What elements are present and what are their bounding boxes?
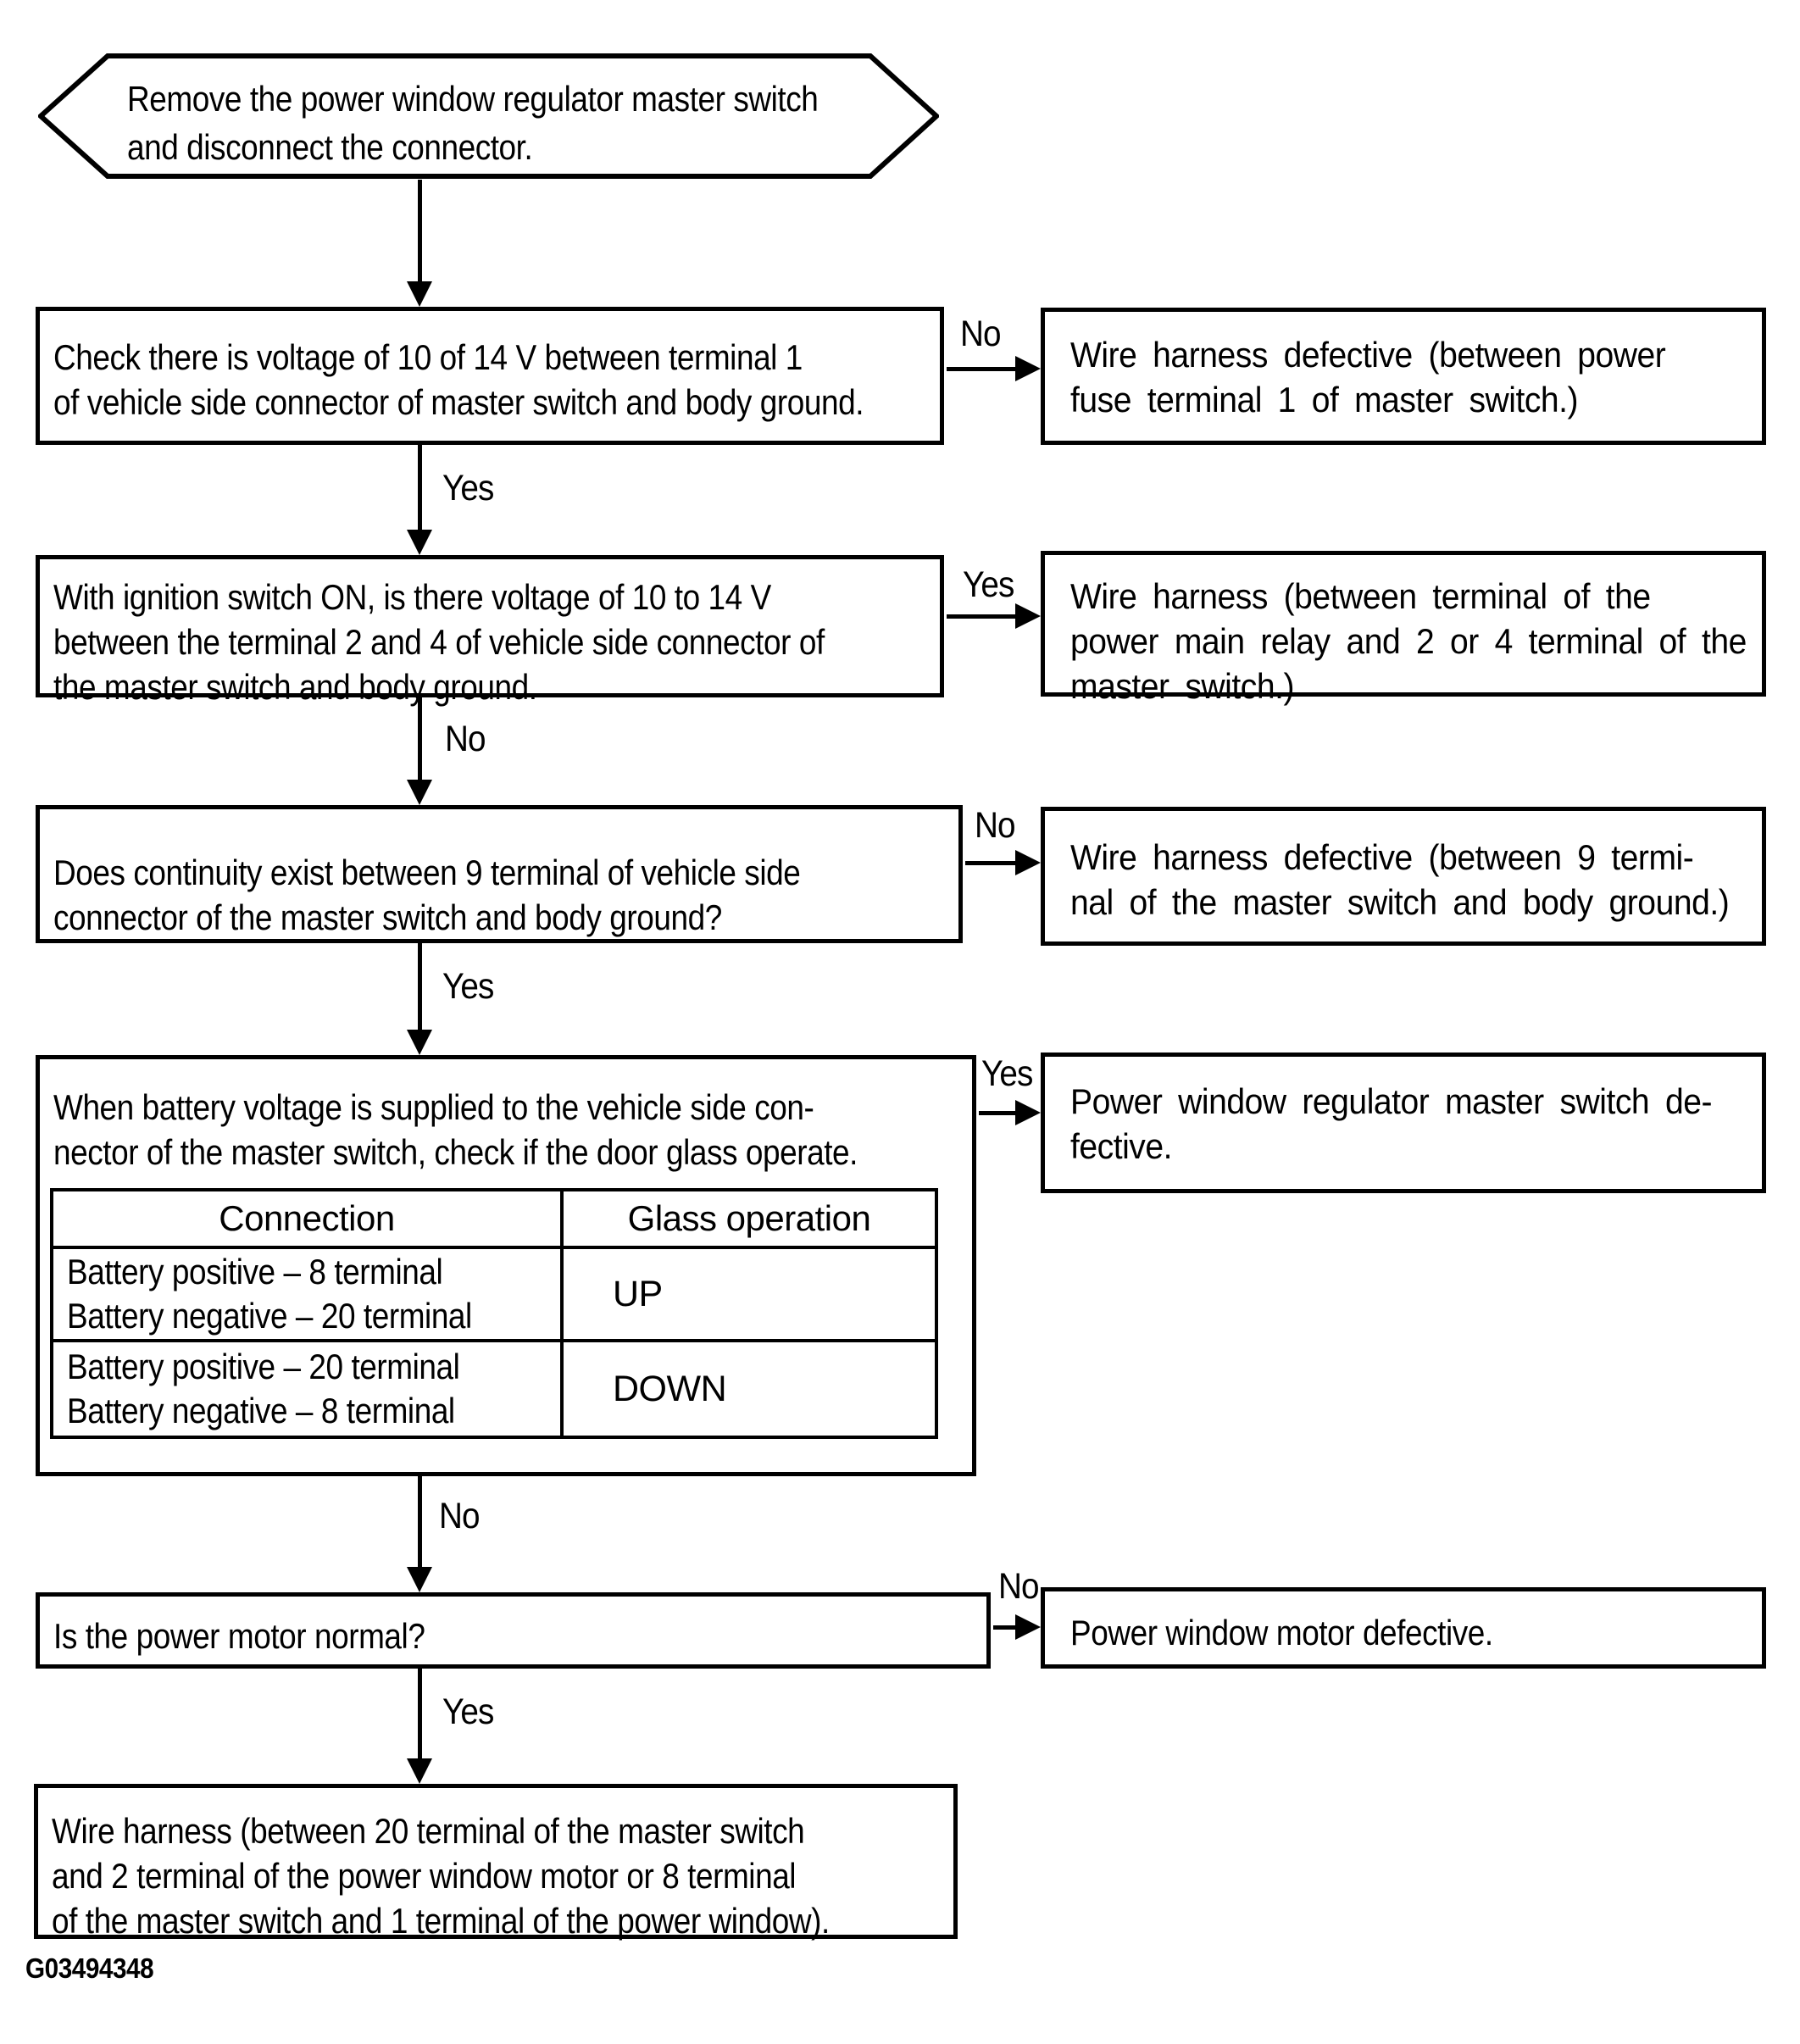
branch-arrow-right-5 — [993, 1614, 1041, 1640]
branch-label-no-5: No — [998, 1566, 1040, 1607]
table-cell-connection-up: Battery positive – 8 terminal Battery ne… — [50, 1246, 564, 1342]
result-box-2: Wire harness (between terminal of the po… — [1041, 551, 1766, 706]
connection-up-text: Battery positive – 8 terminal Battery ne… — [67, 1252, 472, 1336]
final-result-text: Wire harness (between 20 terminal of the… — [52, 1811, 830, 1941]
flow-arrow-down-1 — [407, 180, 432, 307]
branch-label-yes-4: Yes — [981, 1053, 1033, 1094]
start-terminator-label: Remove the power window regulator master… — [127, 79, 819, 167]
branch-label-yes-2: Yes — [963, 564, 1014, 605]
table-header-glass-operation: Glass operation — [560, 1188, 938, 1249]
question-box-1: Check there is voltage of 10 of 14 V bet… — [36, 307, 944, 445]
question-box-4: When battery voltage is supplied to the … — [36, 1055, 976, 1476]
flow-label-yes-3: Yes — [442, 966, 494, 1007]
result-text-2: Wire harness (between terminal of the po… — [1070, 576, 1747, 706]
table-cell-operation-up: UP — [560, 1246, 938, 1342]
table-header-connection: Connection — [50, 1188, 564, 1249]
flow-arrow-down-3 — [407, 697, 432, 805]
result-box-1: Wire harness defective (between power fu… — [1041, 308, 1766, 445]
table-row-up: Battery positive – 8 terminal Battery ne… — [50, 1246, 938, 1342]
hexagon-shape — [38, 53, 939, 179]
branch-arrow-right-3 — [965, 850, 1041, 875]
flow-arrow-down-5 — [407, 1476, 432, 1592]
table-row-down: Battery positive – 20 terminal Battery n… — [50, 1339, 938, 1439]
figure-id: G03494348 — [25, 1952, 154, 1984]
final-result-box: Wire harness (between 20 terminal of the… — [34, 1784, 958, 1941]
question-text-1: Check there is voltage of 10 of 14 V bet… — [53, 337, 864, 422]
branch-arrow-right-1 — [947, 356, 1041, 381]
question-text-3: Does continuity exist between 9 terminal… — [53, 853, 801, 937]
flow-arrow-down-2 — [407, 445, 432, 555]
connection-down-text: Battery positive – 20 terminal Battery n… — [67, 1347, 460, 1430]
start-terminator: Remove the power window regulator master… — [38, 53, 939, 180]
flow-label-no-2: No — [445, 719, 486, 759]
question-box-5: Is the power motor normal? — [36, 1592, 991, 1669]
result-text-5: Power window motor defective. — [1070, 1613, 1493, 1652]
question-box-3: Does continuity exist between 9 terminal… — [36, 805, 963, 943]
result-box-3: Wire harness defective (between 9 termi-… — [1041, 807, 1766, 946]
branch-label-no-1: No — [960, 314, 1002, 354]
result-box-5: Power window motor defective. — [1041, 1587, 1766, 1669]
branch-label-no-3: No — [975, 805, 1016, 846]
glass-operation-table: Connection Glass operation Battery posit… — [50, 1188, 938, 1439]
question-text-2: With ignition switch ON, is there voltag… — [53, 577, 825, 707]
flow-label-yes-5: Yes — [442, 1691, 494, 1732]
table-cell-connection-down: Battery positive – 20 terminal Battery n… — [50, 1339, 564, 1439]
table-cell-operation-down: DOWN — [560, 1339, 938, 1439]
branch-arrow-right-4 — [979, 1100, 1041, 1125]
branch-arrow-right-2 — [947, 603, 1041, 629]
question-text-5: Is the power motor normal? — [53, 1616, 425, 1656]
result-text-3: Wire harness defective (between 9 termi-… — [1070, 837, 1730, 922]
result-text-4: Power window regulator master switch de-… — [1070, 1081, 1713, 1166]
flow-arrow-down-4 — [407, 943, 432, 1055]
table-header-row: Connection Glass operation — [50, 1188, 938, 1249]
question-box-2: With ignition switch ON, is there voltag… — [36, 555, 944, 707]
flow-label-no-4: No — [439, 1496, 481, 1536]
result-text-1: Wire harness defective (between power fu… — [1070, 335, 1666, 419]
result-box-4: Power window regulator master switch de-… — [1041, 1053, 1766, 1193]
flow-label-yes-1: Yes — [442, 468, 494, 508]
question-text-4: When battery voltage is supplied to the … — [53, 1087, 858, 1172]
flow-arrow-down-6 — [407, 1669, 432, 1784]
